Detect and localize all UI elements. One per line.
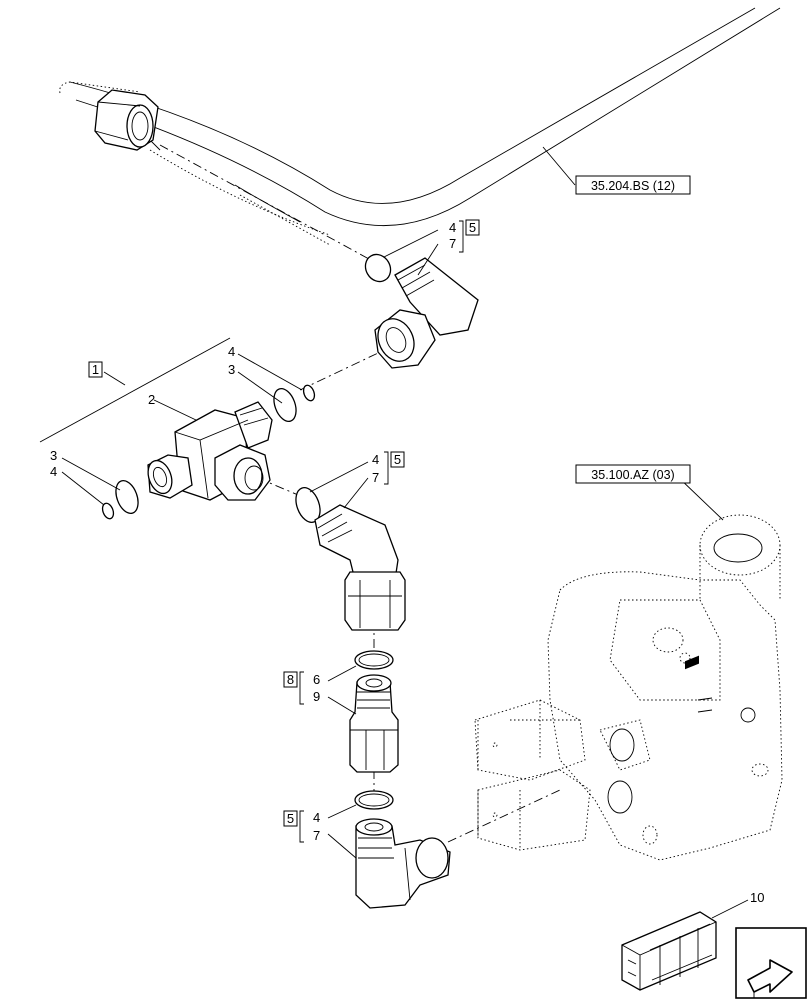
- leader-line: [542, 146, 576, 186]
- leader-line: [327, 804, 357, 819]
- callout-4-bot: 4: [313, 810, 320, 825]
- leader-line: [237, 353, 303, 391]
- ref-box-valve[interactable]: [575, 464, 691, 484]
- callout-4-tee: 4: [228, 344, 235, 359]
- callout-4-left: 4: [50, 464, 57, 479]
- kit-box-5-top: [465, 219, 480, 236]
- centerline: [299, 344, 396, 391]
- callout-7-top: 7: [449, 236, 456, 251]
- elbow-fitting-top: [364, 253, 479, 369]
- kit-box-8: [283, 671, 298, 688]
- hydraulic-hose: [59, 7, 781, 246]
- callout-3-left: 3: [50, 448, 57, 463]
- callout-9: 9: [313, 689, 320, 704]
- leader-line: [327, 665, 357, 682]
- kit-label-5-bot: 5: [287, 811, 294, 826]
- tee-fitting: [101, 384, 321, 523]
- kit-box-5-mid: [390, 451, 405, 468]
- leader-line: [61, 457, 121, 491]
- leader-line: [39, 337, 231, 443]
- leader-line: [327, 696, 357, 715]
- leader-line: [343, 477, 369, 509]
- leader-line: [417, 243, 439, 276]
- callout-7-bot: 7: [313, 828, 320, 843]
- kit-label-8: 8: [287, 672, 294, 687]
- kit-bracket: [299, 671, 304, 705]
- callout-3-tee: 3: [228, 362, 235, 377]
- kit-bracket: [384, 451, 389, 485]
- leader-line: [327, 833, 357, 859]
- kit-bracket: [459, 220, 464, 253]
- ref-label-hose[interactable]: 35.204.BS (12): [591, 179, 675, 193]
- next-page-arrow-icon[interactable]: [735, 927, 807, 999]
- callout-2: 2: [148, 392, 155, 407]
- ref-box-hose[interactable]: [575, 175, 691, 195]
- elbow-fitting-bottom: [355, 818, 451, 909]
- ref-label-valve[interactable]: 35.100.AZ (03): [591, 468, 674, 482]
- callout-10: 10: [750, 890, 764, 905]
- kit-box-5-bot: [283, 810, 298, 827]
- kit-label-1: 1: [92, 362, 99, 377]
- control-valve-block: [474, 514, 783, 861]
- kit-label-5-mid: 5: [394, 452, 401, 467]
- callout-4-top: 4: [449, 220, 456, 235]
- leader-line: [383, 229, 439, 258]
- leader-line: [237, 371, 283, 404]
- straight-adapter: [349, 674, 399, 773]
- callout-7-mid: 7: [372, 470, 379, 485]
- leader-line: [103, 371, 126, 386]
- leader-line: [711, 899, 749, 919]
- leader-line: [309, 461, 369, 493]
- centerline: [159, 144, 381, 266]
- kit-label-5-top: 5: [469, 220, 476, 235]
- leader-line: [61, 471, 105, 506]
- callout-4-mid: 4: [372, 452, 379, 467]
- kit-box-icon: [621, 655, 717, 991]
- kit-box-1: [88, 361, 103, 378]
- callout-6: 6: [313, 672, 320, 687]
- leader-line: [153, 399, 197, 421]
- elbow-fitting-middle: [314, 504, 406, 631]
- kit-bracket: [299, 810, 304, 843]
- centerline: [447, 789, 561, 843]
